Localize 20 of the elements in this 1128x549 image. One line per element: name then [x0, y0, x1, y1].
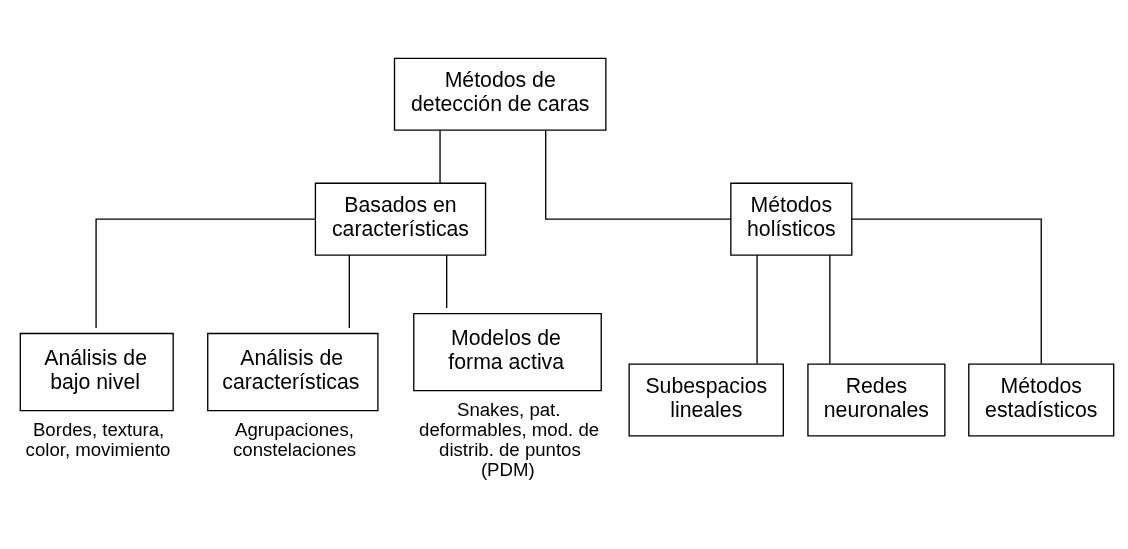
- node-box: Basados en características: [314, 182, 487, 256]
- node-box: Métodos holísticos: [730, 182, 853, 256]
- connector: [545, 129, 732, 220]
- node-label: Snakes, pat. deformables, mod. de distrib. de puntos (PDM): [419, 398, 600, 480]
- node-label: Agrupaciones, constelaciones: [232, 418, 357, 460]
- node-box: Métodos de detección de caras: [393, 57, 607, 131]
- connector: [756, 254, 758, 365]
- node-box: Modelos de forma activa: [413, 312, 602, 391]
- node-box: Redes neuronales: [807, 362, 946, 436]
- node-box: Métodos estadísticos: [968, 362, 1115, 436]
- node-box: Análisis de bajo nivel: [19, 332, 174, 411]
- connector: [446, 254, 448, 309]
- node-box: Subespacios lineales: [628, 362, 784, 436]
- node-box: Análisis de características: [207, 332, 379, 411]
- connector: [95, 218, 316, 329]
- connector: [439, 129, 441, 184]
- connector: [829, 254, 831, 365]
- connector: [348, 254, 350, 329]
- connector: [851, 218, 1042, 364]
- node-label: Bordes, textura, color, movimiento: [25, 418, 171, 460]
